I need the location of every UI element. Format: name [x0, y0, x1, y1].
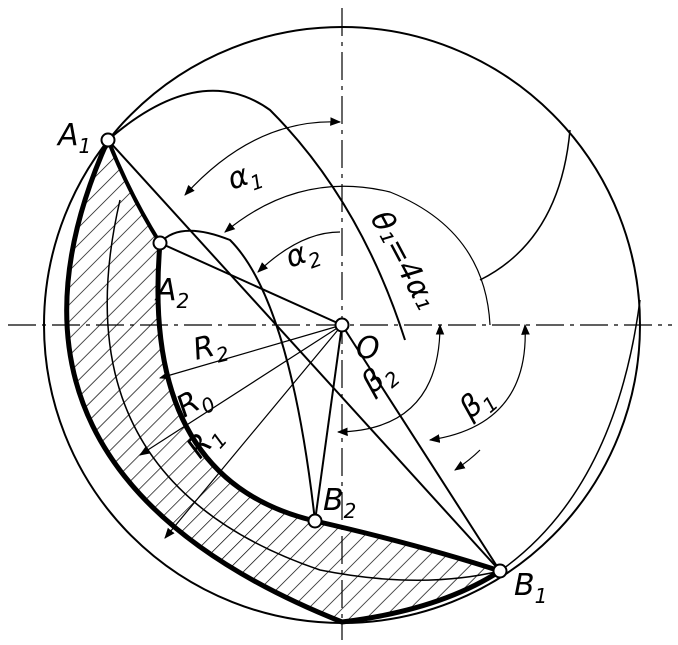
right-arc-upper: [479, 129, 571, 281]
hatched-region: [66, 140, 500, 622]
point-b2: [307, 513, 323, 529]
label-a1: A1: [56, 118, 91, 158]
label-theta: θ₁=4α₁: [363, 205, 444, 315]
angle-arc-alpha2: [257, 231, 341, 273]
r0-arc: [106, 199, 501, 581]
trajectory-a2-b2: [159, 229, 316, 522]
profile-a2-b2: [155, 242, 316, 524]
radius-r2-line: [158, 324, 343, 380]
radius-r1-line: [164, 324, 343, 539]
point-b1: [492, 563, 508, 579]
line-a1-b1: [107, 139, 501, 572]
angle-arc-alpha1: [184, 117, 342, 196]
label-r2: R2: [189, 326, 231, 373]
angle-arc-beta1: [428, 323, 530, 443]
angle-arc-beta1-ext: [454, 449, 481, 471]
point-a1: [100, 132, 116, 148]
line-a2-o: [159, 242, 343, 326]
profile-a1-a2: [106, 139, 162, 245]
label-b2: B2: [323, 483, 356, 523]
label-b1: B1: [514, 568, 547, 608]
label-beta1: β1: [452, 379, 503, 431]
outer-profile-arc: [64, 138, 502, 625]
label-o: O: [356, 331, 380, 366]
label-a2: A2: [154, 273, 189, 313]
point-o: [334, 317, 350, 333]
label-alpha2: α2: [281, 232, 325, 281]
angle-arc-theta: [224, 185, 491, 326]
trajectory-a1-b2: [107, 89, 406, 341]
label-alpha1: α1: [223, 154, 267, 203]
radius-r0-line: [139, 324, 343, 456]
right-arc-lower: [499, 299, 641, 572]
point-a2: [152, 235, 168, 251]
profile-b2-b1: [314, 518, 501, 574]
